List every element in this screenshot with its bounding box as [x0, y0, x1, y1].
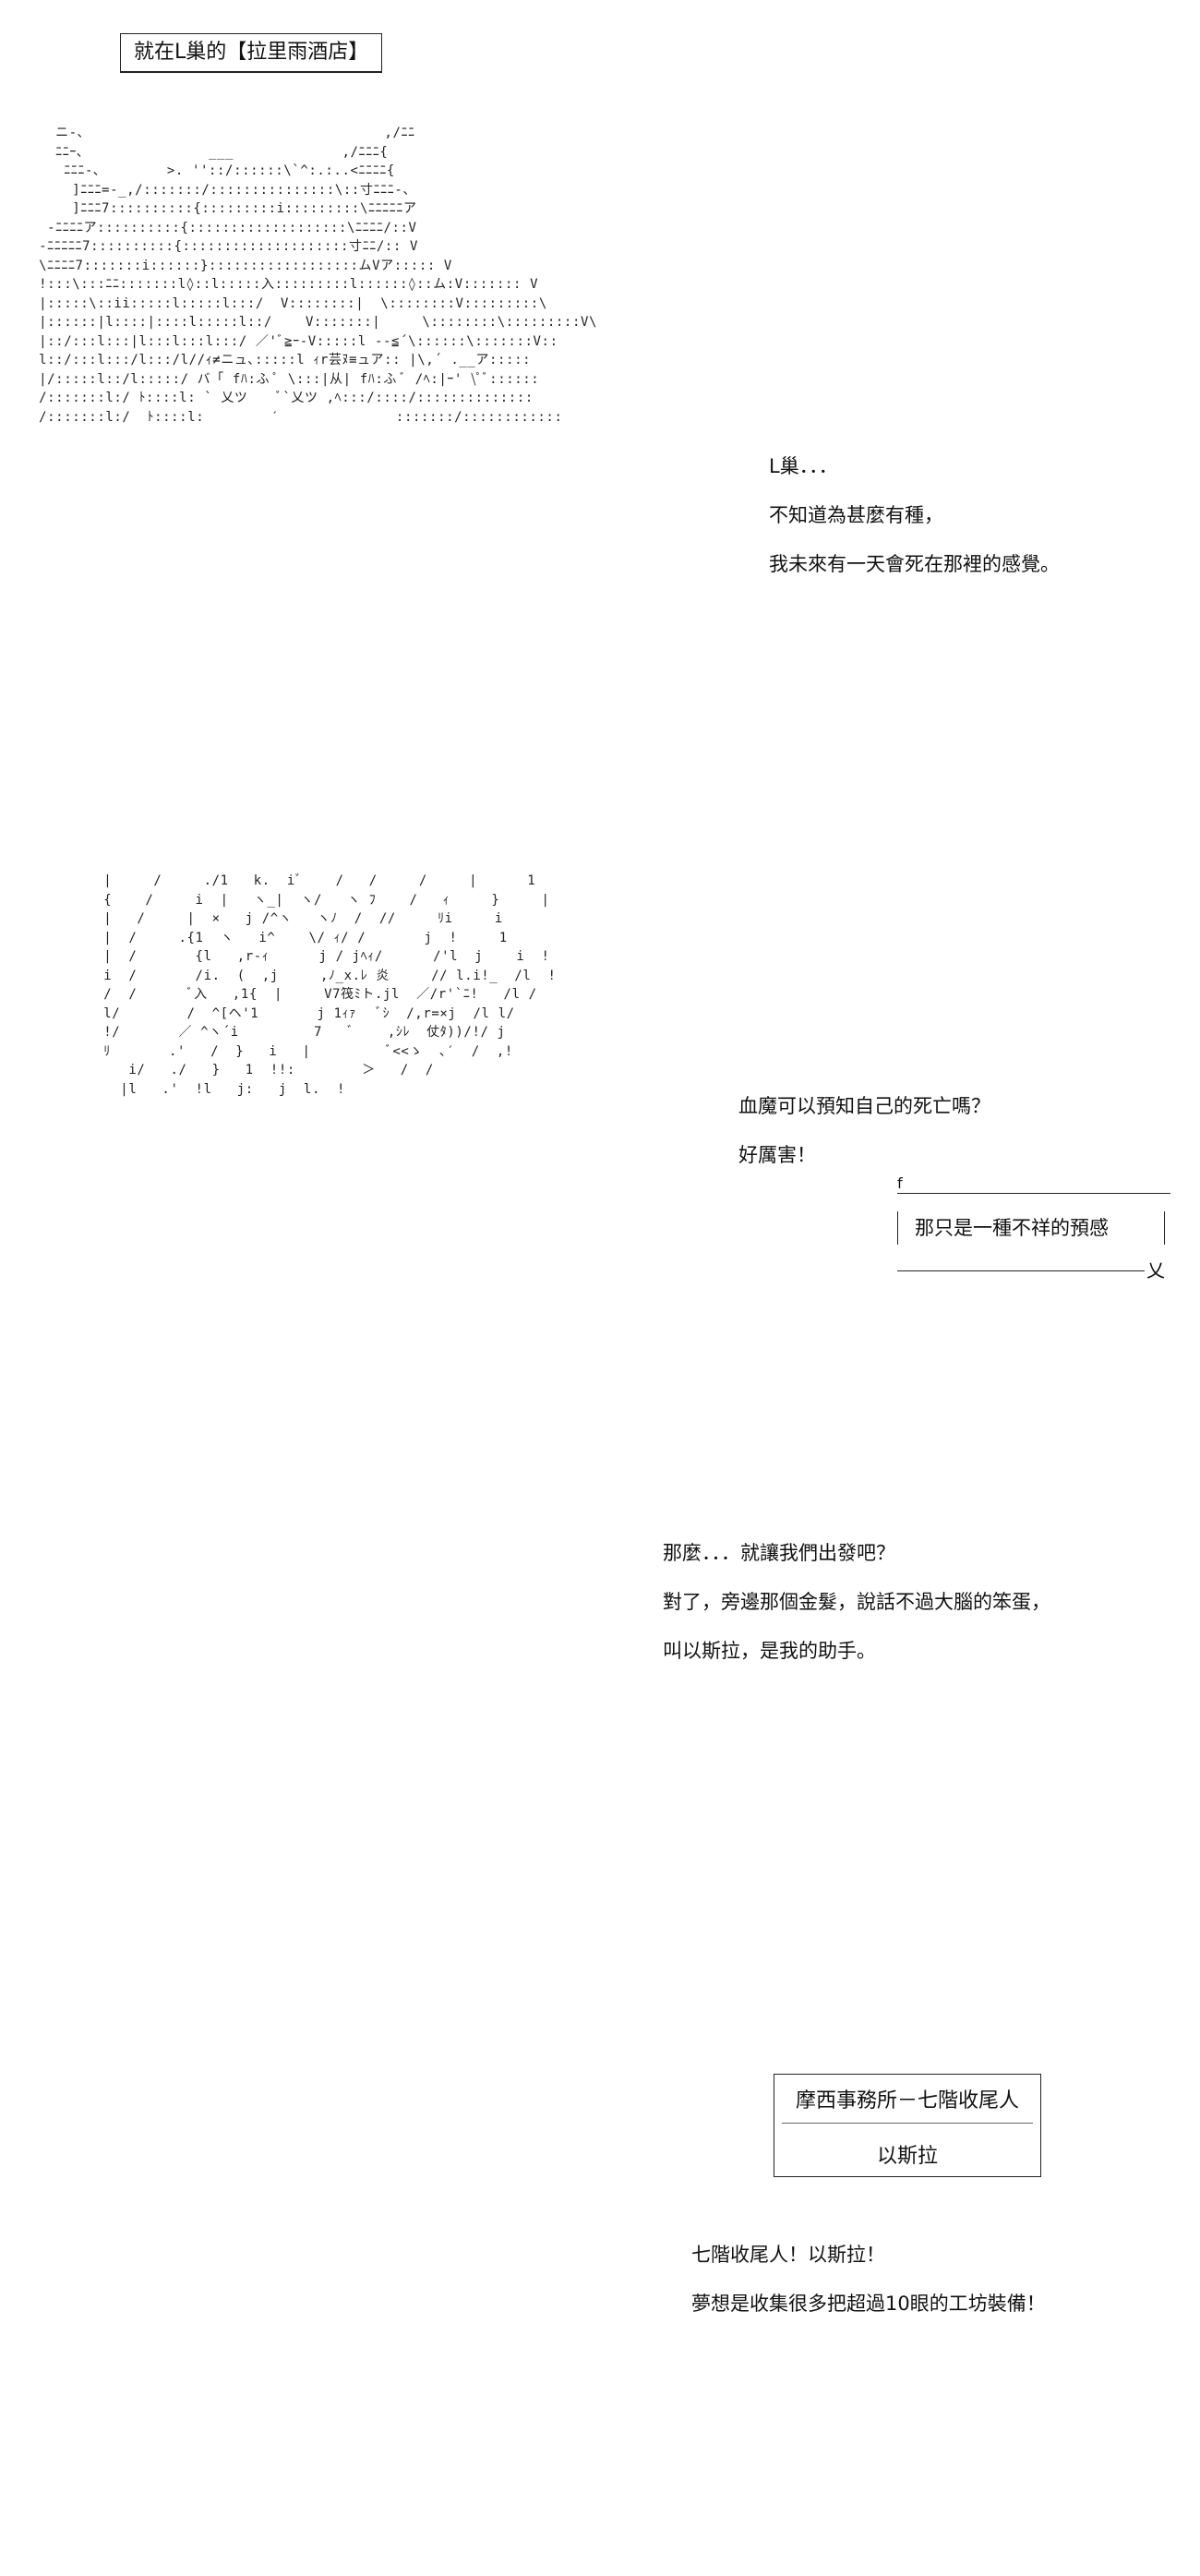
bubble-tail-glyph: 乂 [1146, 1259, 1165, 1282]
page-title: 就在L巢的【拉里雨酒店】 [120, 33, 383, 73]
blood-demon-ascii-art: | / ./1 k. iﾞ / / / | 1 { / i | ヽ_| ヽ/ ヽ… [103, 873, 557, 1097]
speech-bubble: f 那只是一種不祥的預感 乂 [897, 1171, 1170, 1285]
panel-3-dialog: 那麼．．．就讓我們出發吧？ 對了，旁邊那個金髮，說話不過大腦的笨蛋， 叫以斯拉，… [663, 1542, 1050, 1689]
dialog-line: 血魔可以預知自己的死亡嗎？ [738, 1095, 990, 1117]
dialog-line: 對了，旁邊那個金髮，說話不過大腦的笨蛋， [663, 1591, 1050, 1613]
character-nameplate: 摩西事務所－七階收尾人 以斯拉 [774, 2074, 1041, 2177]
nameplate-divider [782, 2123, 1033, 2124]
nameplate-name: 以斯拉 [876, 2145, 938, 2168]
bubble-top-border [897, 1171, 1170, 1194]
panel-1-dialog: L巢．．． 不知道為甚麼有種， 我未來有一天會死在那裡的感覺。 [769, 455, 1060, 602]
bubble-text: 那只是一種不祥的預感 [897, 1211, 1165, 1245]
panel-4-dialog: 七階收尾人！以斯拉！ 夢想是收集很多把超過10眼的工坊裝備！ [691, 2244, 1046, 2341]
fox-girl-ascii-art: ニ-､ ,/ﾆﾆ ﾆﾆｰ､ ___ ,/ﾆﾆﾆ{ ﾆﾆﾆ-､ >. ''::/:… [39, 126, 598, 425]
bubble-hook-glyph: f [897, 1174, 903, 1192]
dialog-line: 好厲害！ [738, 1144, 816, 1166]
dialog-line: L巢．．． [769, 455, 838, 477]
nameplate-title: 摩西事務所－七階收尾人 [795, 2089, 1019, 2113]
dialog-line: 夢想是收集很多把超過10眼的工坊裝備！ [691, 2293, 1046, 2315]
panel-2-dialog: 血魔可以預知自己的死亡嗎？ 好厲害！ [738, 1095, 990, 1193]
dialog-line: 七階收尾人！以斯拉！ [691, 2244, 885, 2266]
dialog-line: 那麼．．．就讓我們出發吧？ [663, 1542, 895, 1564]
bubble-bottom-border [897, 1261, 1145, 1271]
dialog-line: 我未來有一天會死在那裡的感覺。 [769, 553, 1060, 575]
dialog-line: 不知道為甚麼有種， [769, 504, 943, 526]
dialog-line: 叫以斯拉，是我的助手。 [663, 1640, 876, 1662]
